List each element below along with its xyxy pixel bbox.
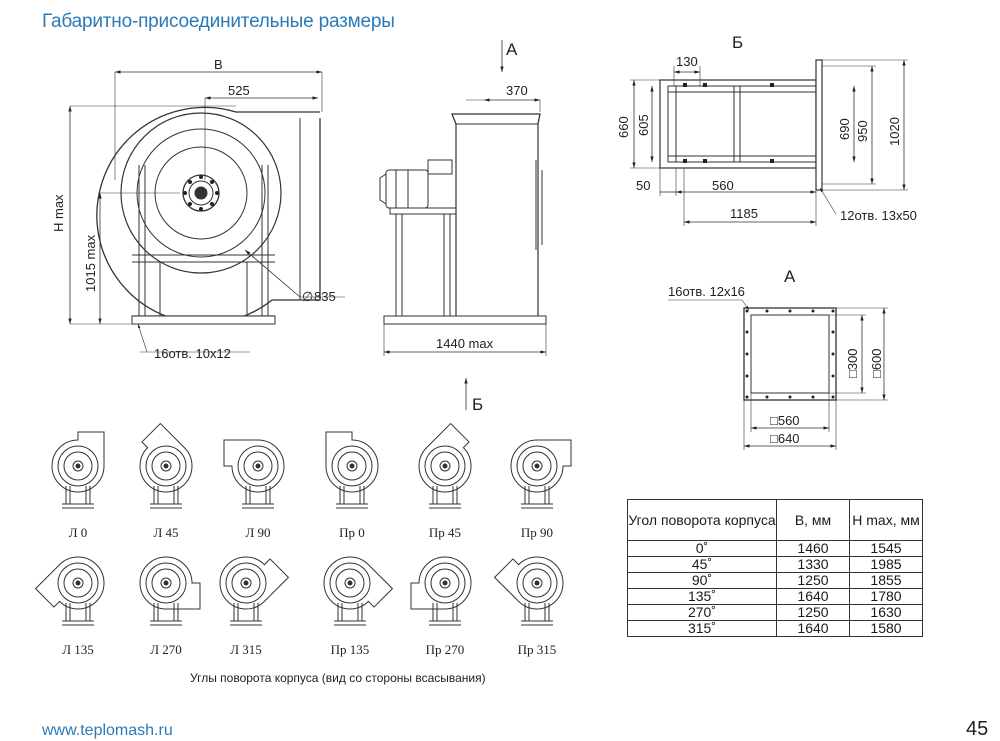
rotation-label: Л 0 [68, 525, 88, 540]
dim-1020-label: 1020 [887, 117, 902, 146]
dim-300-label: □300 [845, 348, 860, 378]
rotation-thumbnail [493, 556, 564, 626]
view-a-title: А [784, 267, 796, 286]
dim-660-label: 660 [616, 116, 631, 138]
rotation-thumbnail [325, 431, 379, 509]
dim-1440-label: 1440 max [436, 336, 494, 351]
dim-835-symbol: ∅ [302, 289, 313, 304]
dim-370-label: 370 [506, 83, 528, 98]
dim-950-label: 950 [855, 120, 870, 142]
rotation-label: Л 90 [245, 525, 271, 540]
page-title: Габаритно-присоединительные размеры [42, 11, 395, 32]
rotation-label: Пр 135 [330, 642, 370, 657]
dim-1185-label: 1185 [730, 206, 758, 221]
page-number: 45 [966, 718, 989, 740]
rotation-label: Л 270 [150, 642, 182, 657]
rotation-label: Л 135 [62, 642, 94, 657]
rotation-label: Пр 45 [428, 525, 462, 540]
dimensions-table: Угол поворота корпуса B, мм H max, мм 0˚… [627, 499, 923, 637]
arrow-a-label: А [506, 40, 518, 59]
view-b-title: Б [732, 33, 743, 52]
dim-130-label: 130 [676, 54, 698, 69]
rotation-thumbnail [139, 422, 193, 509]
front-holes-label: 16отв. 10x12 [154, 346, 231, 361]
dim-690-label: 690 [837, 118, 852, 140]
rotation-thumbnail [51, 431, 105, 509]
dim-525-label: 525 [228, 83, 250, 98]
rotation-label: Л 45 [153, 525, 179, 540]
table-header-b: B, мм [776, 499, 850, 541]
dim-835-label: 835 [314, 289, 336, 304]
dim-560-label: 560 [712, 178, 734, 193]
rotation-thumbnail [34, 556, 105, 626]
dim-640-sq-label: □640 [770, 431, 800, 446]
rotation-thumbnails [34, 422, 572, 626]
rotation-label: Пр 270 [425, 642, 465, 657]
dim-560-sq-label: □560 [770, 413, 800, 428]
rotation-thumbnail [418, 422, 472, 509]
view-b-holes-label: 12отв. 13x50 [840, 208, 917, 223]
dim-h-label: H max [51, 194, 66, 232]
rotation-thumbnail [410, 556, 472, 626]
rotation-thumbnail [139, 556, 201, 626]
rotation-label: Л 315 [230, 642, 262, 657]
rotation-caption: Углы поворота корпуса (вид со стороны вс… [190, 671, 486, 685]
dim-1015-label: 1015 max [83, 234, 98, 292]
table-header-h: H max, мм [849, 499, 923, 541]
footer-url[interactable]: www.teplomash.ru [42, 722, 173, 739]
rotation-thumbnail [510, 439, 572, 509]
dim-605-label: 605 [636, 114, 651, 136]
arrow-b-label: Б [472, 395, 483, 414]
rotation-label: Пр 0 [339, 525, 365, 540]
table-header-angle: Угол поворота корпуса [627, 499, 777, 541]
dim-50-label: 50 [636, 178, 650, 193]
side-view [379, 40, 547, 410]
rotation-thumbnail [323, 556, 394, 626]
front-view [68, 70, 345, 353]
view-b [630, 59, 908, 226]
rotation-thumbnail [219, 556, 290, 626]
view-a [668, 299, 888, 450]
rotation-thumbnail [223, 439, 285, 509]
rotation-label: Пр 315 [517, 642, 557, 657]
view-a-holes-label: 16отв. 12x16 [668, 284, 745, 299]
rotation-label: Пр 90 [520, 525, 554, 540]
dim-b-label: B [214, 57, 223, 72]
dim-600-label: □600 [869, 348, 884, 378]
